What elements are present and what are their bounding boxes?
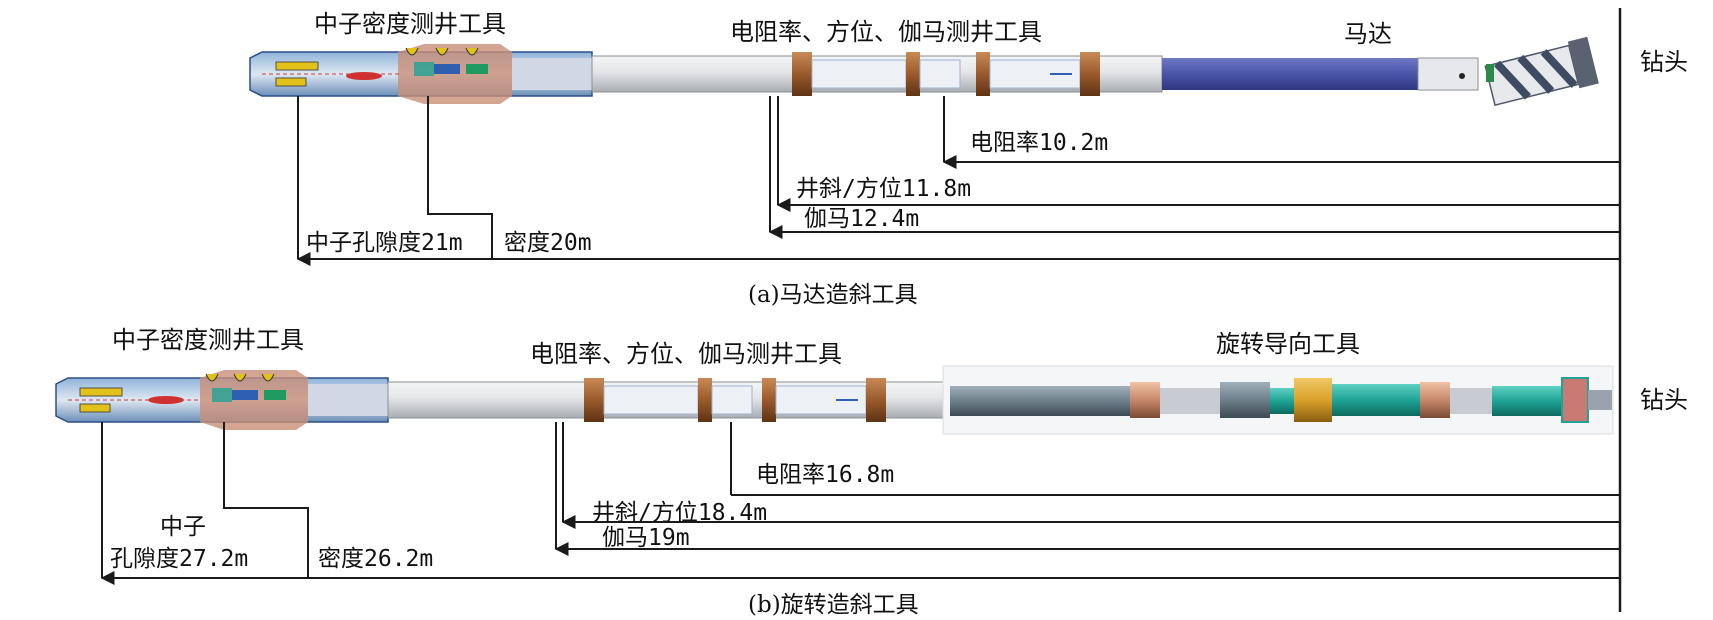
measure-resistivity-b: 电阻率16.8m — [756, 462, 894, 488]
label-neutron-density-tool-b: 中子密度测井工具 — [112, 326, 304, 354]
measure-gamma-b: 伽马19m — [602, 525, 690, 551]
motor-a — [1162, 36, 1599, 107]
measure-neutron-a: 中子孔隙度21m — [306, 230, 463, 256]
label-resistivity-tool-b: 电阻率、方位、伽马测井工具 — [530, 340, 842, 368]
measure-density-a: 密度20m — [504, 230, 592, 256]
measure-gamma-a: 伽马12.4m — [804, 206, 919, 232]
neutron-density-tool-a — [249, 44, 593, 104]
panel-a: 中子密度测井工具 电阻率、方位、伽马测井工具 马达 钻头 电阻率10.2m 井斜… — [249, 8, 1688, 612]
resistivity-tool-a — [591, 52, 1163, 96]
label-rotary-steerable-tool: 旋转导向工具 — [1216, 330, 1360, 358]
measure-lines-b — [100, 422, 1620, 585]
neutron-density-tool-b — [55, 370, 389, 430]
measure-density-b: 密度26.2m — [318, 546, 433, 572]
label-bit-a: 钻头 — [1640, 48, 1688, 76]
caption-a: (a)马达造斜工具 — [748, 282, 918, 308]
measure-neutron-b-line1: 中子 — [160, 514, 206, 540]
measure-inclination-a: 井斜/方位11.8m — [796, 176, 971, 202]
label-bit-b: 钻头 — [1640, 386, 1688, 414]
label-resistivity-tool-a: 电阻率、方位、伽马测井工具 — [730, 18, 1042, 46]
panel-b: 中子密度测井工具 电阻率、方位、伽马测井工具 旋转导向工具 钻头 电阻率16.8… — [55, 326, 1688, 618]
rotary-steerable-tool — [942, 365, 1614, 435]
measure-lines-a — [296, 96, 1620, 266]
measure-inclination-b: 井斜/方位18.4m — [592, 500, 767, 526]
caption-b: (b)旋转造斜工具 — [748, 592, 919, 618]
measure-neutron-b-line2: 孔隙度27.2m — [110, 546, 248, 572]
label-motor: 马达 — [1344, 20, 1392, 48]
resistivity-tool-b — [387, 378, 944, 422]
measure-resistivity-a: 电阻率10.2m — [970, 130, 1108, 156]
label-neutron-density-tool-a: 中子密度测井工具 — [314, 10, 506, 38]
